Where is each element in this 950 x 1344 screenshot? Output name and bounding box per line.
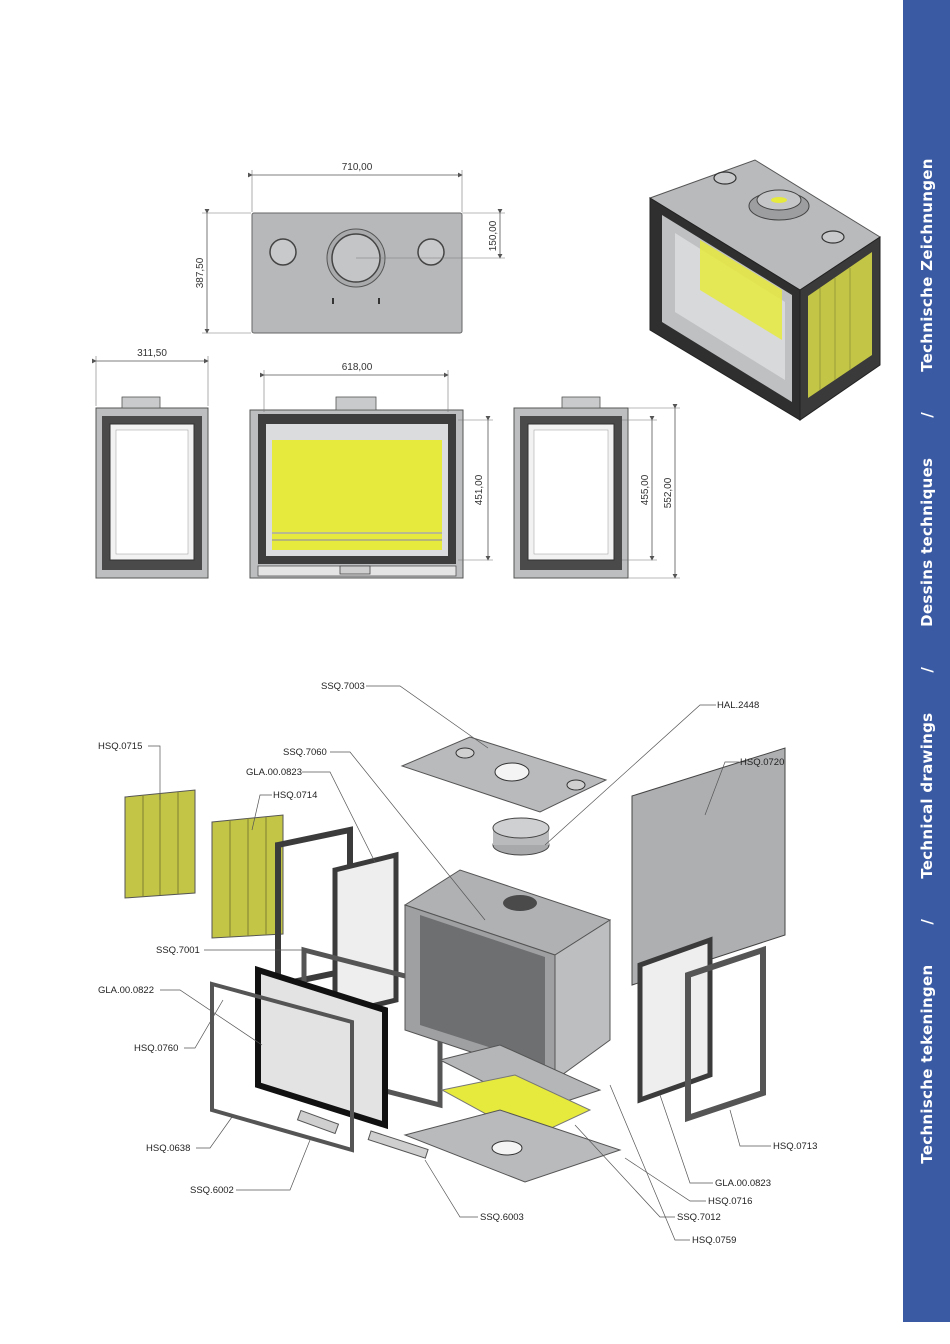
part-label-ssq7060: SSQ.7060: [283, 747, 327, 758]
right-side-view: [513, 396, 680, 579]
part-label-ssq7001: SSQ.7001: [156, 945, 200, 956]
dim-front-width: 618,00: [342, 362, 373, 373]
top-view: [202, 170, 505, 334]
left-side-view: [92, 356, 209, 579]
technical-drawing: 710,00 387,50 150,00 311,50 618,00 451,0…: [92, 159, 881, 1246]
part-label-hsq0713: HSQ.0713: [773, 1141, 817, 1152]
part-label-hsq0714: HSQ.0714: [273, 790, 317, 801]
part-label-ssq7012: SSQ.7012: [677, 1212, 721, 1223]
part-label-ssq6003: SSQ.6003: [480, 1212, 524, 1223]
dim-side-glass-height: 455,00: [640, 474, 651, 505]
part-label-gla0823-bottom: GLA.00.0823: [715, 1178, 771, 1189]
dim-top-offset: 150,00: [488, 220, 499, 251]
dim-total-height: 552,00: [663, 477, 674, 508]
part-label-hal2448: HAL.2448: [717, 700, 759, 711]
sidebar-separator: /: [917, 918, 936, 925]
sidebar-label-fr: Dessins techniques: [917, 457, 936, 627]
part-label-hsq0759: HSQ.0759: [692, 1235, 736, 1246]
dim-top-width: 710,00: [342, 162, 373, 173]
front-view: [249, 370, 493, 579]
sidebar-separator: /: [917, 411, 936, 418]
sidebar-label-en: Technical drawings: [917, 712, 936, 879]
sidebar-title: Technische tekeningen / Technical drawings…: [918, 158, 936, 1164]
part-label-gla0823-top: GLA.00.0823: [246, 767, 302, 778]
sidebar-separator: /: [917, 666, 936, 673]
dim-side-depth: 311,50: [137, 348, 167, 359]
part-label-hsq0720: HSQ.0720: [740, 757, 784, 768]
dim-top-depth: 387,50: [195, 257, 206, 288]
exploded-view: [124, 736, 786, 1183]
part-label-ssq7003: SSQ.7003: [321, 681, 365, 692]
part-label-hsq0716: HSQ.0716: [708, 1196, 752, 1207]
part-label-hsq0638: HSQ.0638: [146, 1143, 190, 1154]
isometric-fireplace: [648, 159, 881, 421]
part-label-hsq0760: HSQ.0760: [134, 1043, 178, 1054]
section-sidebar: Technische tekeningen / Technical drawings…: [903, 0, 950, 1322]
sidebar-label-nl: Technische tekeningen: [917, 964, 936, 1164]
part-label-ssq6002: SSQ.6002: [190, 1185, 234, 1196]
part-label-hsq0715: HSQ.0715: [98, 741, 142, 752]
part-label-gla0822: GLA.00.0822: [98, 985, 154, 996]
sidebar-label-de: Technische Zeichnungen: [917, 158, 936, 372]
dim-front-glass-height: 451,00: [474, 474, 485, 505]
leader-lines: [148, 685, 771, 1241]
